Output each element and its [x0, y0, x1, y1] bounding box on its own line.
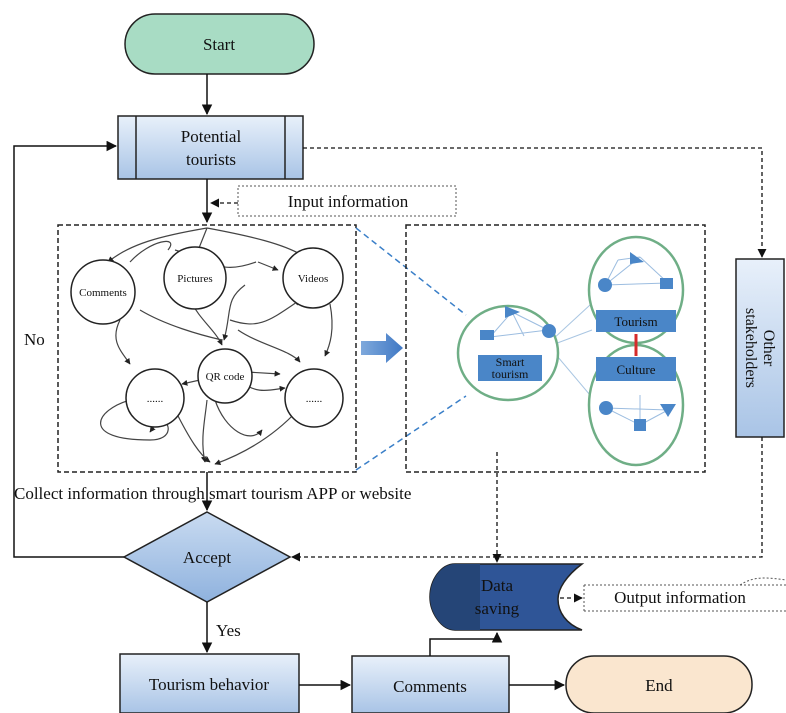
culture-box-label: Culture [617, 362, 656, 377]
information-network-box [57, 224, 357, 473]
smart-tourism-network-box [405, 224, 706, 473]
arrow-comments-to-data-saving [429, 631, 503, 656]
qr-code-circle [197, 348, 253, 404]
dashed-tourists-to-stakeholders [303, 147, 767, 258]
no-label: No [24, 330, 45, 349]
ellipsis-right-label: ...... [306, 393, 323, 405]
smart-tourism-network: Smart tourism Tourism Culture [456, 235, 685, 467]
tourism-box-label: Tourism [614, 314, 657, 329]
potential-tourists-box [117, 115, 304, 180]
output-information-box [583, 584, 786, 612]
potential-tourists-line2: tourists [186, 150, 236, 169]
pictures-circle-label: Pictures [177, 273, 212, 285]
projection-line-top [355, 227, 467, 316]
videos-circle [282, 247, 344, 309]
collect-information-label: Collect information through smart touris… [14, 484, 411, 503]
arrow-no-loop [13, 140, 124, 558]
network-connections [100, 227, 333, 465]
smart-tourism-line1: Smart [496, 355, 525, 369]
ellipsis-right-circle [284, 368, 344, 428]
comments-box-label: Comments [393, 677, 467, 696]
end-terminator [565, 655, 753, 713]
yes-label: Yes [216, 621, 241, 640]
other-stakeholders-box [735, 258, 785, 438]
input-information-box [237, 185, 457, 217]
ellipsis-left-label: ...... [147, 393, 164, 405]
output-information-ripple [739, 577, 786, 586]
start-terminator [124, 13, 315, 75]
tourism-behavior-label: Tourism behavior [149, 675, 269, 694]
output-information-label: Output information [614, 588, 746, 607]
comments-circle-label: Comments [79, 287, 127, 299]
qr-code-circle-label: QR code [206, 371, 245, 383]
data-saving-line1: Data [481, 576, 514, 595]
other-stakeholders-line2: stakeholders [742, 308, 759, 388]
accept-label: Accept [183, 548, 231, 567]
projection-line-bottom [355, 395, 467, 471]
ellipsis-left-circle [125, 368, 185, 428]
start-label: Start [203, 35, 235, 54]
other-stakeholders-line1: Other [760, 330, 777, 367]
smart-tourism-line2: tourism [492, 367, 529, 381]
comments-circle [70, 259, 136, 325]
data-saving-line2: saving [475, 599, 520, 618]
tourism-behavior-box [119, 653, 300, 713]
input-information-label: Input information [288, 192, 409, 211]
pictures-circle [163, 246, 227, 310]
end-label: End [645, 676, 673, 695]
potential-tourists-line1: Potential [181, 127, 242, 146]
dashed-stakeholders-to-accept [291, 437, 763, 562]
transform-arrow [361, 333, 403, 363]
videos-circle-label: Videos [298, 273, 329, 285]
